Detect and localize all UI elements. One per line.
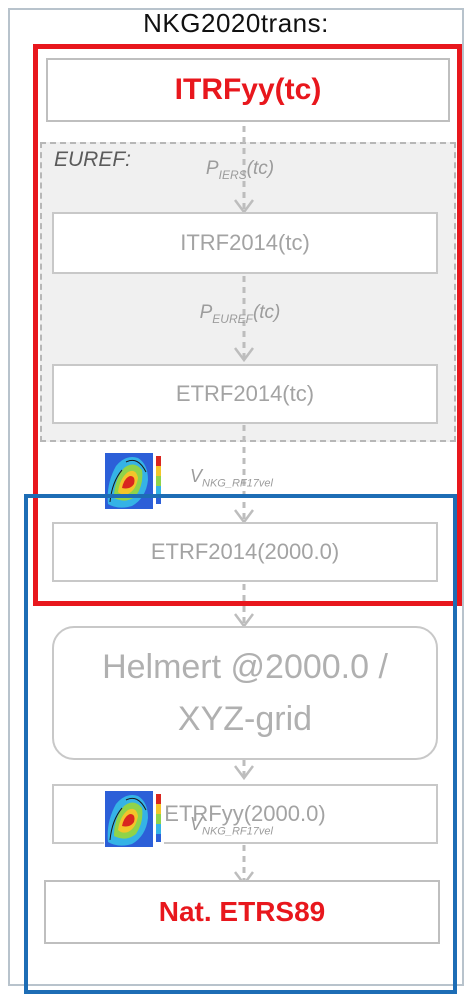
v-nkg-label-1: VNKG_RF17vel (190, 466, 273, 490)
velocity-map-icon (104, 790, 164, 848)
arrowhead-2 (234, 347, 254, 363)
nkg-transformation-frame (33, 44, 462, 606)
v-nkg-label-2: VNKG_RF17vel (190, 814, 273, 838)
helmert-line-2: XYZ-grid (177, 700, 313, 738)
helmert-line-1: Helmert @2000.0 / (102, 648, 388, 686)
itrfyy-box: ITRFyy(tc) (46, 58, 450, 122)
etrf2014tc-box: ETRF2014(tc) (52, 364, 438, 424)
outer-frame (8, 8, 464, 986)
arrowhead-5 (234, 765, 254, 781)
diagram-title: NKG2020trans: (143, 8, 329, 38)
etrf2014-2000-box: ETRF2014(2000.0) (52, 522, 438, 582)
helmert-box: Helmert @2000.0 / XYZ-grid (52, 626, 438, 760)
itrf2014-box: ITRF2014(tc) (52, 212, 438, 274)
p-iers-label: PIERS(tc) (205, 158, 275, 182)
nat-etrs89-box: Nat. ETRS89 (44, 880, 440, 944)
euref-label: EUREF: (54, 148, 132, 171)
national-realisation-frame (24, 494, 457, 994)
p-euref-label: PEUREF(tc) (199, 302, 281, 326)
